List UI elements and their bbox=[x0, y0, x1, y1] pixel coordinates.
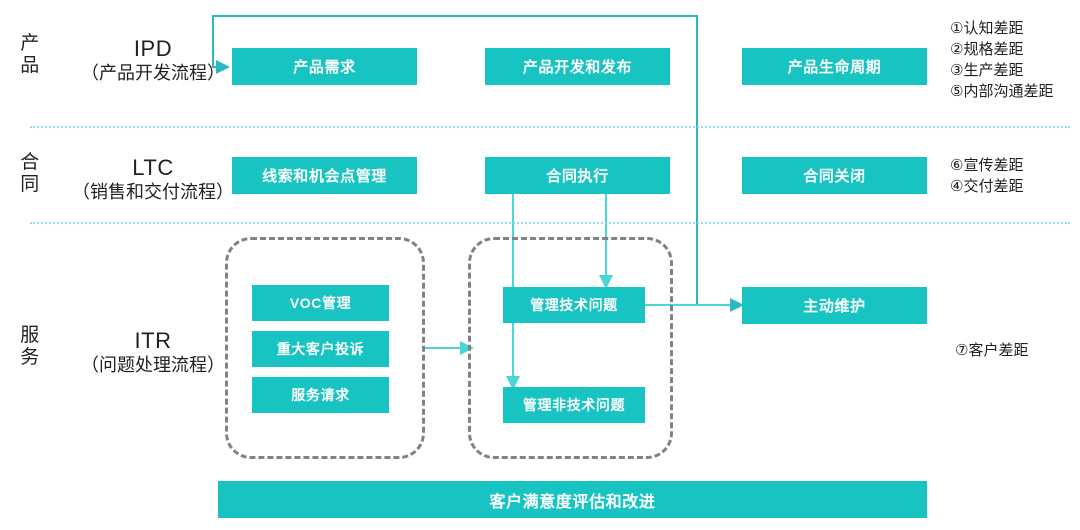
row-divider-2 bbox=[30, 222, 1070, 224]
gap-list-contract: ⑥宣传差距 ④交付差距 bbox=[950, 157, 1024, 195]
process-name-itr: ITR （问题处理流程） bbox=[68, 328, 238, 378]
box-contract-execution[interactable]: 合同执行 bbox=[485, 157, 670, 194]
group-voc-intake bbox=[225, 237, 425, 459]
box-product-requirement[interactable]: 产品需求 bbox=[232, 48, 417, 85]
box-product-development-release[interactable]: 产品开发和发布 bbox=[485, 48, 670, 85]
box-product-lifecycle[interactable]: 产品生命周期 bbox=[742, 48, 927, 85]
box-customer-satisfaction-evaluation[interactable]: 客户满意度评估和改进 bbox=[218, 481, 927, 518]
box-manage-technical-issue[interactable]: 管理技术问题 bbox=[503, 287, 645, 323]
row-label-service: 服 务 bbox=[20, 325, 40, 368]
box-proactive-maintenance[interactable]: 主动维护 bbox=[742, 287, 927, 324]
box-voc-management[interactable]: VOC管理 bbox=[252, 285, 389, 321]
process-abbr-itr: ITR bbox=[134, 328, 172, 353]
gap-list-service: ⑦客户差距 bbox=[955, 342, 1029, 359]
box-manage-nontechnical-issue[interactable]: 管理非技术问题 bbox=[503, 387, 645, 423]
box-major-customer-complaint[interactable]: 重大客户投诉 bbox=[252, 331, 389, 367]
process-name-ltc: LTC （销售和交付流程） bbox=[63, 155, 243, 205]
row-label-contract: 合 同 bbox=[20, 152, 40, 195]
box-service-request[interactable]: 服务请求 bbox=[252, 377, 389, 413]
row-label-product: 产 品 bbox=[20, 33, 40, 76]
gap-list-product: ①认知差距 ②规格差距 ③生产差距 ⑤内部沟通差距 bbox=[950, 20, 1054, 100]
box-contract-closure[interactable]: 合同关闭 bbox=[742, 157, 927, 194]
process-cn-ipd: （产品开发流程） bbox=[81, 63, 225, 83]
process-abbr-ipd: IPD bbox=[133, 36, 173, 61]
process-cn-itr: （问题处理流程） bbox=[81, 355, 225, 375]
box-lead-opportunity-management[interactable]: 线索和机会点管理 bbox=[232, 157, 417, 194]
process-name-ipd: IPD （产品开发流程） bbox=[78, 36, 228, 86]
row-divider-1 bbox=[30, 126, 1070, 128]
process-abbr-ltc: LTC bbox=[132, 155, 174, 180]
process-cn-ltc: （销售和交付流程） bbox=[72, 182, 234, 202]
group-issue-handling bbox=[468, 237, 673, 459]
